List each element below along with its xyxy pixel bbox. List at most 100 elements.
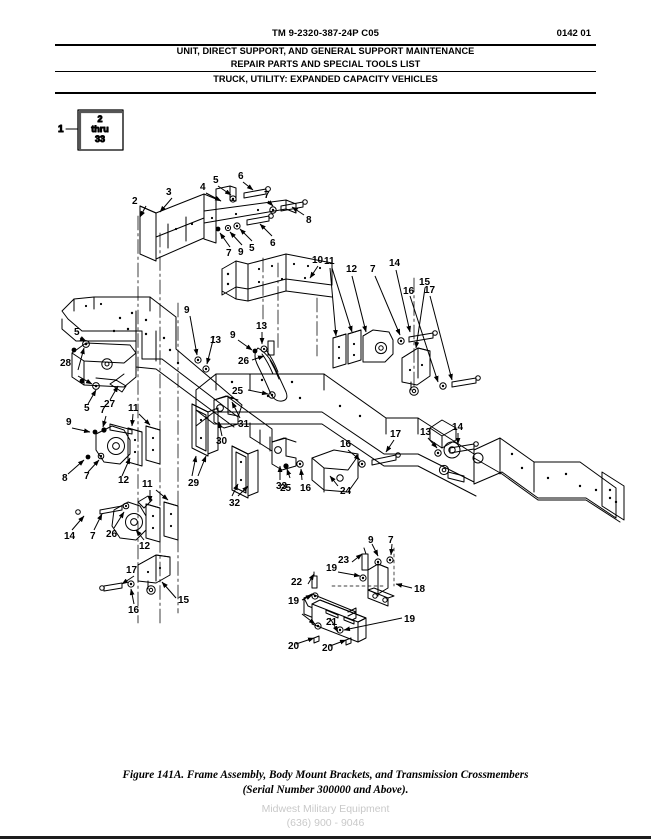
- keybox-line3: 33: [95, 134, 105, 144]
- callout-31: 31: [238, 419, 250, 430]
- header-rule-bottom: [55, 92, 596, 94]
- frame-rail-upper-left: [61, 296, 273, 452]
- callout-17b: 17: [390, 429, 402, 440]
- header-line-3: TRUCK, UTILITY: EXPANDED CAPACITY VEHICL…: [213, 74, 438, 84]
- callout-16a: 16: [403, 286, 415, 297]
- left-mount-cluster-lower: [75, 495, 179, 543]
- callout-29: 29: [188, 478, 200, 489]
- callout-19a: 19: [288, 596, 300, 607]
- callout-9e: 9: [368, 535, 374, 546]
- callout-3: 3: [166, 187, 172, 198]
- callout-11b: 11: [128, 403, 139, 414]
- bracket-30: [213, 395, 239, 429]
- callout-20b: 20: [322, 643, 334, 654]
- callout-9a: 9: [238, 247, 244, 258]
- key-box: [65, 109, 125, 152]
- callout-8a: 8: [306, 215, 312, 226]
- callout-7g: 7: [388, 535, 394, 546]
- header-title-block: UNIT, DIRECT SUPPORT, AND GENERAL SUPPOR…: [0, 45, 651, 70]
- page-number: 0142 01: [556, 28, 591, 39]
- bracket-32-pair: [231, 445, 259, 499]
- callout-26b: 26: [106, 529, 118, 540]
- callout-7b: 7: [226, 248, 232, 259]
- watermark-line-1: Midwest Military Equipment: [261, 803, 390, 815]
- callout-25a: 25: [232, 386, 244, 397]
- bolts-13-14-right: [434, 441, 479, 457]
- callout-9b: 9: [184, 305, 190, 316]
- footer-rule: [0, 836, 651, 839]
- callout-26a: 26: [238, 356, 250, 367]
- callout-16c: 16: [300, 483, 312, 494]
- exploded-view-figure: 1 2 thru 33: [0, 98, 651, 758]
- header-rule-mid: [55, 71, 596, 72]
- callout-10: 10: [312, 255, 324, 266]
- callout-19c: 19: [404, 614, 416, 625]
- callout-7e: 7: [84, 471, 90, 482]
- callout-7f: 7: [90, 531, 96, 542]
- callout-7a: 7: [264, 190, 270, 201]
- callout-12c: 12: [139, 541, 151, 552]
- header-line-2: REPAIR PARTS AND SPECIAL TOOLS LIST: [230, 58, 421, 69]
- bolts-16-17-center: [358, 452, 401, 468]
- callout-17a: 17: [424, 285, 436, 296]
- callout-13b: 13: [256, 321, 268, 332]
- bracket-24: [283, 449, 359, 493]
- left-mount-cluster-upper: [85, 423, 161, 467]
- body-mount-brackets-11-12: [332, 329, 438, 369]
- callout-1: 1: [58, 124, 64, 135]
- keybox-line1: 2: [97, 114, 102, 124]
- callout-7d: 7: [100, 405, 106, 416]
- centerlines: [137, 215, 415, 624]
- callout-4: 4: [200, 182, 206, 193]
- callout-17c: 17: [126, 565, 138, 576]
- callout-27: 27: [104, 399, 116, 410]
- callout-5a: 5: [213, 175, 219, 186]
- callout-6b: 6: [270, 238, 276, 249]
- callout-12b: 12: [118, 475, 130, 486]
- caption-line-2: (Serial Number 300000 and Above).: [242, 783, 409, 796]
- callout-16d: 16: [128, 605, 140, 616]
- callout-5c: 5: [74, 327, 80, 338]
- callout-21: 21: [326, 617, 338, 628]
- callout-32: 32: [229, 498, 241, 509]
- callout-25b2: 25: [280, 483, 292, 494]
- callout-12a: 12: [346, 264, 358, 275]
- callout-14b: 14: [452, 422, 464, 433]
- callout-6a: 6: [238, 171, 244, 182]
- callout-28: 28: [60, 358, 72, 369]
- callout-19b: 19: [326, 563, 338, 574]
- callout-11a: 11: [324, 256, 335, 267]
- callout-13a: 13: [210, 335, 222, 346]
- callout-13c: 13: [420, 427, 432, 438]
- watermark: Midwest Military Equipment (636) 900 - 9…: [0, 803, 651, 830]
- tm-number: TM 9-2320-387-24P C05: [271, 28, 379, 39]
- callout-30: 30: [216, 436, 228, 447]
- bracket-29-pair: [191, 403, 219, 457]
- callout-16b: 16: [340, 439, 352, 450]
- frame-rail-main-31: [195, 373, 625, 523]
- engine-mount-27-28: [71, 340, 137, 393]
- callout-15a: 15: [419, 277, 431, 288]
- header-rule-top: [55, 44, 596, 46]
- callout-18: 18: [414, 584, 426, 595]
- shim-stack-26: [252, 340, 288, 402]
- watermark-line-2: (636) 900 - 9046: [286, 816, 365, 829]
- callout-15b: 15: [178, 595, 190, 606]
- callout-5d: 5: [84, 403, 90, 414]
- keybox-line2: thru: [91, 124, 109, 134]
- callout-7c: 7: [370, 264, 376, 275]
- figure-caption: Figure 141A. Frame Assembly, Body Mount …: [0, 768, 651, 797]
- header-line-1: UNIT, DIRECT SUPPORT, AND GENERAL SUPPOR…: [176, 46, 475, 56]
- callout-23: 23: [338, 555, 350, 566]
- callout-9d: 9: [66, 417, 72, 428]
- callout-8b: 8: [62, 473, 68, 484]
- callout-2: 2: [132, 196, 138, 207]
- callout-5b: 5: [249, 243, 255, 254]
- bracket-33: [271, 437, 297, 471]
- callout-33: 33: [276, 481, 288, 492]
- callout-14a: 14: [389, 258, 401, 269]
- callout-11c: 11: [142, 479, 153, 490]
- header-topline: TM 9-2320-387-24P C05 0142 01: [0, 28, 651, 42]
- callout-20a: 20: [288, 641, 300, 652]
